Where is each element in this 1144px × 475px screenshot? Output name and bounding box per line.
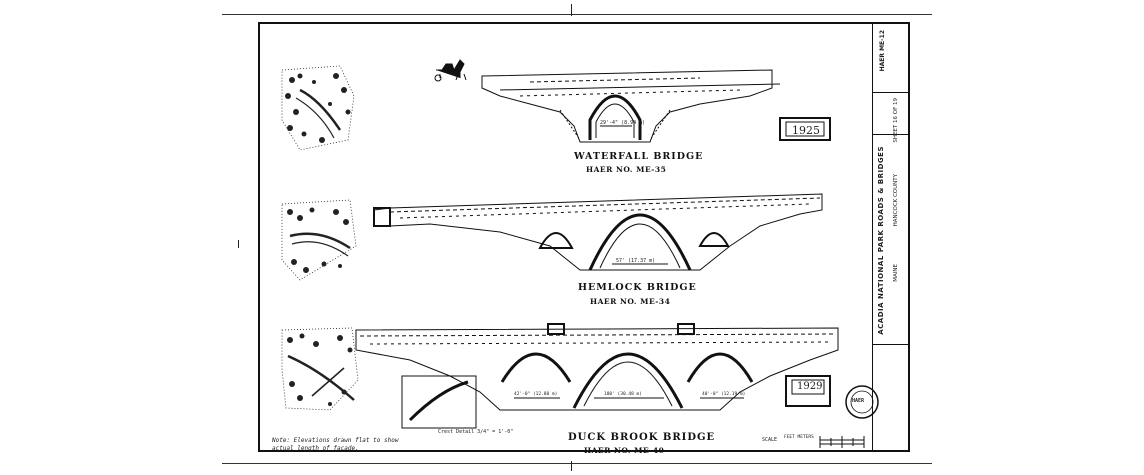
hemlock-haer-no: HAER NO. ME-34 (590, 297, 671, 306)
sheet-outer-frame (222, 14, 932, 464)
duck-brook-haer-no: HAER NO. ME-40 (584, 446, 665, 455)
haer-seal: HAER (852, 398, 865, 404)
crest-detail-caption: Crest Detail 3/4" = 1'-0" (438, 429, 514, 435)
waterfall-bridge-title: WATERFALL BRIDGE (574, 151, 704, 162)
hemlock-bridge-title: HEMLOCK BRIDGE (578, 282, 697, 293)
center-tick-top (571, 4, 572, 16)
scale-label: SCALE (762, 437, 778, 443)
center-tick-bottom (571, 461, 572, 471)
facade-note: Note: Elevations drawn flat to show actu… (272, 437, 399, 452)
scale-units: FEET METERS (784, 435, 814, 440)
waterfall-span-label: 29'-4" (8.94 m) (600, 120, 646, 126)
side-tick-left (238, 240, 239, 248)
duck-brook-span-center: 100' (30.48 m) (604, 392, 642, 397)
duck-brook-date-stone: 1929 (797, 381, 823, 392)
waterfall-date-stone: 1925 (792, 124, 820, 137)
duck-brook-span-left: 42'-0" (12.80 m) (514, 392, 558, 397)
duck-brook-span-right: 40'-0" (12.19 m) (702, 392, 746, 397)
duck-brook-bridge-title: DUCK BROOK BRIDGE (568, 432, 716, 443)
hemlock-span-label: 57' (17.37 m) (616, 258, 656, 264)
drawing-sheet (258, 22, 910, 452)
title-block: HAER ME-12 SHEET 16 OF 19 ACADIA NATIONA… (872, 24, 909, 450)
waterfall-haer-no: HAER NO. ME-35 (586, 165, 667, 174)
